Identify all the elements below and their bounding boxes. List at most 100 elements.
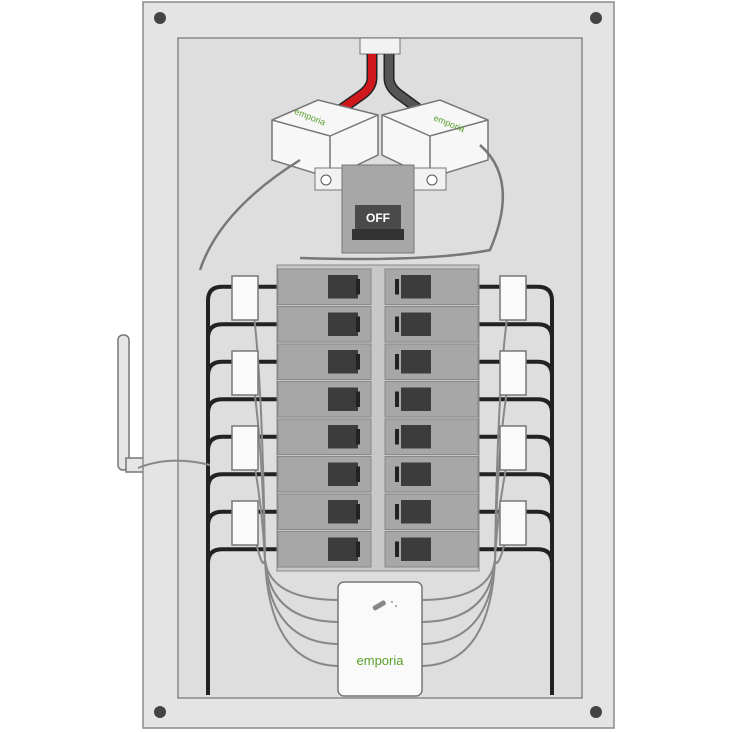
breaker-right-1[interactable] bbox=[384, 268, 479, 305]
breaker-right-7[interactable] bbox=[384, 493, 479, 530]
breaker-handle[interactable] bbox=[328, 537, 358, 562]
breaker-handle-tab bbox=[395, 279, 399, 295]
breaker-right-8[interactable] bbox=[384, 531, 479, 568]
breaker-left-8[interactable] bbox=[277, 531, 372, 568]
breaker-right-3[interactable] bbox=[384, 343, 479, 380]
breaker-left-5[interactable] bbox=[277, 418, 372, 455]
screw-icon bbox=[154, 12, 166, 24]
branch-wires bbox=[137, 284, 554, 695]
ct-sensor-left bbox=[231, 500, 259, 546]
branch-wire-left bbox=[206, 284, 290, 695]
sensor-cable bbox=[419, 514, 513, 667]
breaker-handle-tab bbox=[395, 541, 399, 557]
branch-wire-left bbox=[206, 434, 290, 695]
emporia-monitor: emporia bbox=[337, 581, 423, 697]
branch-wire-left bbox=[206, 322, 290, 695]
breaker-handle-tab bbox=[356, 541, 360, 557]
breaker-right-6[interactable] bbox=[384, 456, 479, 493]
branch-wire-left bbox=[206, 547, 290, 695]
breaker-left-6[interactable] bbox=[277, 456, 372, 493]
breaker-handle[interactable] bbox=[401, 387, 431, 412]
breaker-right-2[interactable] bbox=[384, 306, 479, 343]
ct-sensor-right bbox=[499, 275, 527, 321]
breaker-body bbox=[277, 418, 372, 455]
screw-icon bbox=[590, 12, 602, 24]
breaker-left-2[interactable] bbox=[277, 306, 372, 343]
breaker-handle[interactable] bbox=[401, 350, 431, 374]
ct-sensor-right bbox=[499, 350, 527, 396]
breaker-handle[interactable] bbox=[328, 387, 358, 412]
breaker-handle[interactable] bbox=[401, 275, 431, 299]
wifi-status-icon bbox=[372, 600, 397, 611]
breaker-body bbox=[384, 493, 479, 530]
service-entrance bbox=[359, 37, 401, 55]
breaker-handle-tab bbox=[356, 504, 360, 520]
branch-wire-left bbox=[206, 397, 290, 695]
branch-ct-sensors bbox=[231, 275, 527, 546]
breaker-handle-tab bbox=[356, 316, 360, 332]
breaker-handle-tab bbox=[395, 466, 399, 482]
breaker-handle-tab bbox=[395, 391, 399, 407]
branch-wire-left bbox=[206, 509, 290, 695]
main-breaker-label: OFF bbox=[366, 211, 390, 225]
ct-clamp-right: emporia bbox=[381, 99, 489, 191]
breaker-right-5[interactable] bbox=[384, 418, 479, 455]
breaker-body bbox=[384, 531, 479, 568]
breaker-handle[interactable] bbox=[401, 537, 431, 562]
branch-wire-right bbox=[470, 434, 554, 695]
ct-clamp-cable bbox=[198, 158, 301, 271]
breaker-handle[interactable] bbox=[328, 500, 358, 524]
breaker-handle-tab bbox=[395, 354, 399, 370]
breaker-body bbox=[384, 381, 479, 418]
breaker-handle[interactable] bbox=[401, 500, 431, 524]
breaker-right-4[interactable] bbox=[384, 381, 479, 418]
antenna-icon bbox=[117, 334, 145, 473]
breaker-handle-tab bbox=[395, 316, 399, 332]
ct-clamp-cable bbox=[299, 144, 505, 261]
breaker-handle-tab bbox=[356, 429, 360, 445]
breaker-body bbox=[384, 418, 479, 455]
branch-wire-right bbox=[470, 284, 554, 695]
breaker-bank bbox=[276, 264, 480, 572]
ct-clamp-left: emporia bbox=[271, 99, 379, 191]
screw-icon bbox=[590, 706, 602, 718]
breaker-handle[interactable] bbox=[328, 350, 358, 374]
breaker-body bbox=[384, 456, 479, 493]
ct-sensor-right bbox=[499, 425, 527, 471]
monitor-brand: emporia bbox=[357, 653, 405, 668]
branch-wire-right bbox=[470, 547, 554, 695]
breaker-left-1[interactable] bbox=[277, 268, 372, 305]
breaker-body bbox=[384, 343, 479, 380]
breaker-body bbox=[384, 268, 479, 305]
breaker-left-4[interactable] bbox=[277, 381, 372, 418]
breaker-body bbox=[384, 306, 479, 343]
breaker-handle[interactable] bbox=[401, 312, 431, 337]
breaker-handle-tab bbox=[356, 466, 360, 482]
breaker-handle-tab bbox=[356, 391, 360, 407]
antenna-cable bbox=[137, 459, 211, 469]
breaker-handle-tab bbox=[395, 504, 399, 520]
breaker-handle-tab bbox=[395, 429, 399, 445]
ct-sensor-left bbox=[231, 425, 259, 471]
ct-sensor-left bbox=[231, 350, 259, 396]
sensor-cable bbox=[249, 514, 341, 667]
breaker-handle[interactable] bbox=[328, 462, 358, 487]
breaker-handle[interactable] bbox=[328, 425, 358, 449]
breaker-handle[interactable] bbox=[401, 425, 431, 449]
breaker-handle[interactable] bbox=[401, 462, 431, 487]
breaker-handle[interactable] bbox=[328, 312, 358, 337]
breaker-handle-tab bbox=[356, 354, 360, 370]
breaker-left-3[interactable] bbox=[277, 343, 372, 380]
ct-sensor-left bbox=[231, 275, 259, 321]
screw-icon bbox=[154, 706, 166, 718]
breaker-handle[interactable] bbox=[328, 275, 358, 299]
branch-wire-right bbox=[470, 322, 554, 695]
breaker-left-7[interactable] bbox=[277, 493, 372, 530]
branch-wire-right bbox=[470, 359, 554, 695]
ct-sensor-right bbox=[499, 500, 527, 546]
branch-wire-right bbox=[470, 472, 554, 695]
breaker-handle-tab bbox=[356, 279, 360, 295]
branch-wire-right bbox=[470, 509, 554, 695]
main-breaker[interactable]: OFF bbox=[341, 164, 415, 254]
